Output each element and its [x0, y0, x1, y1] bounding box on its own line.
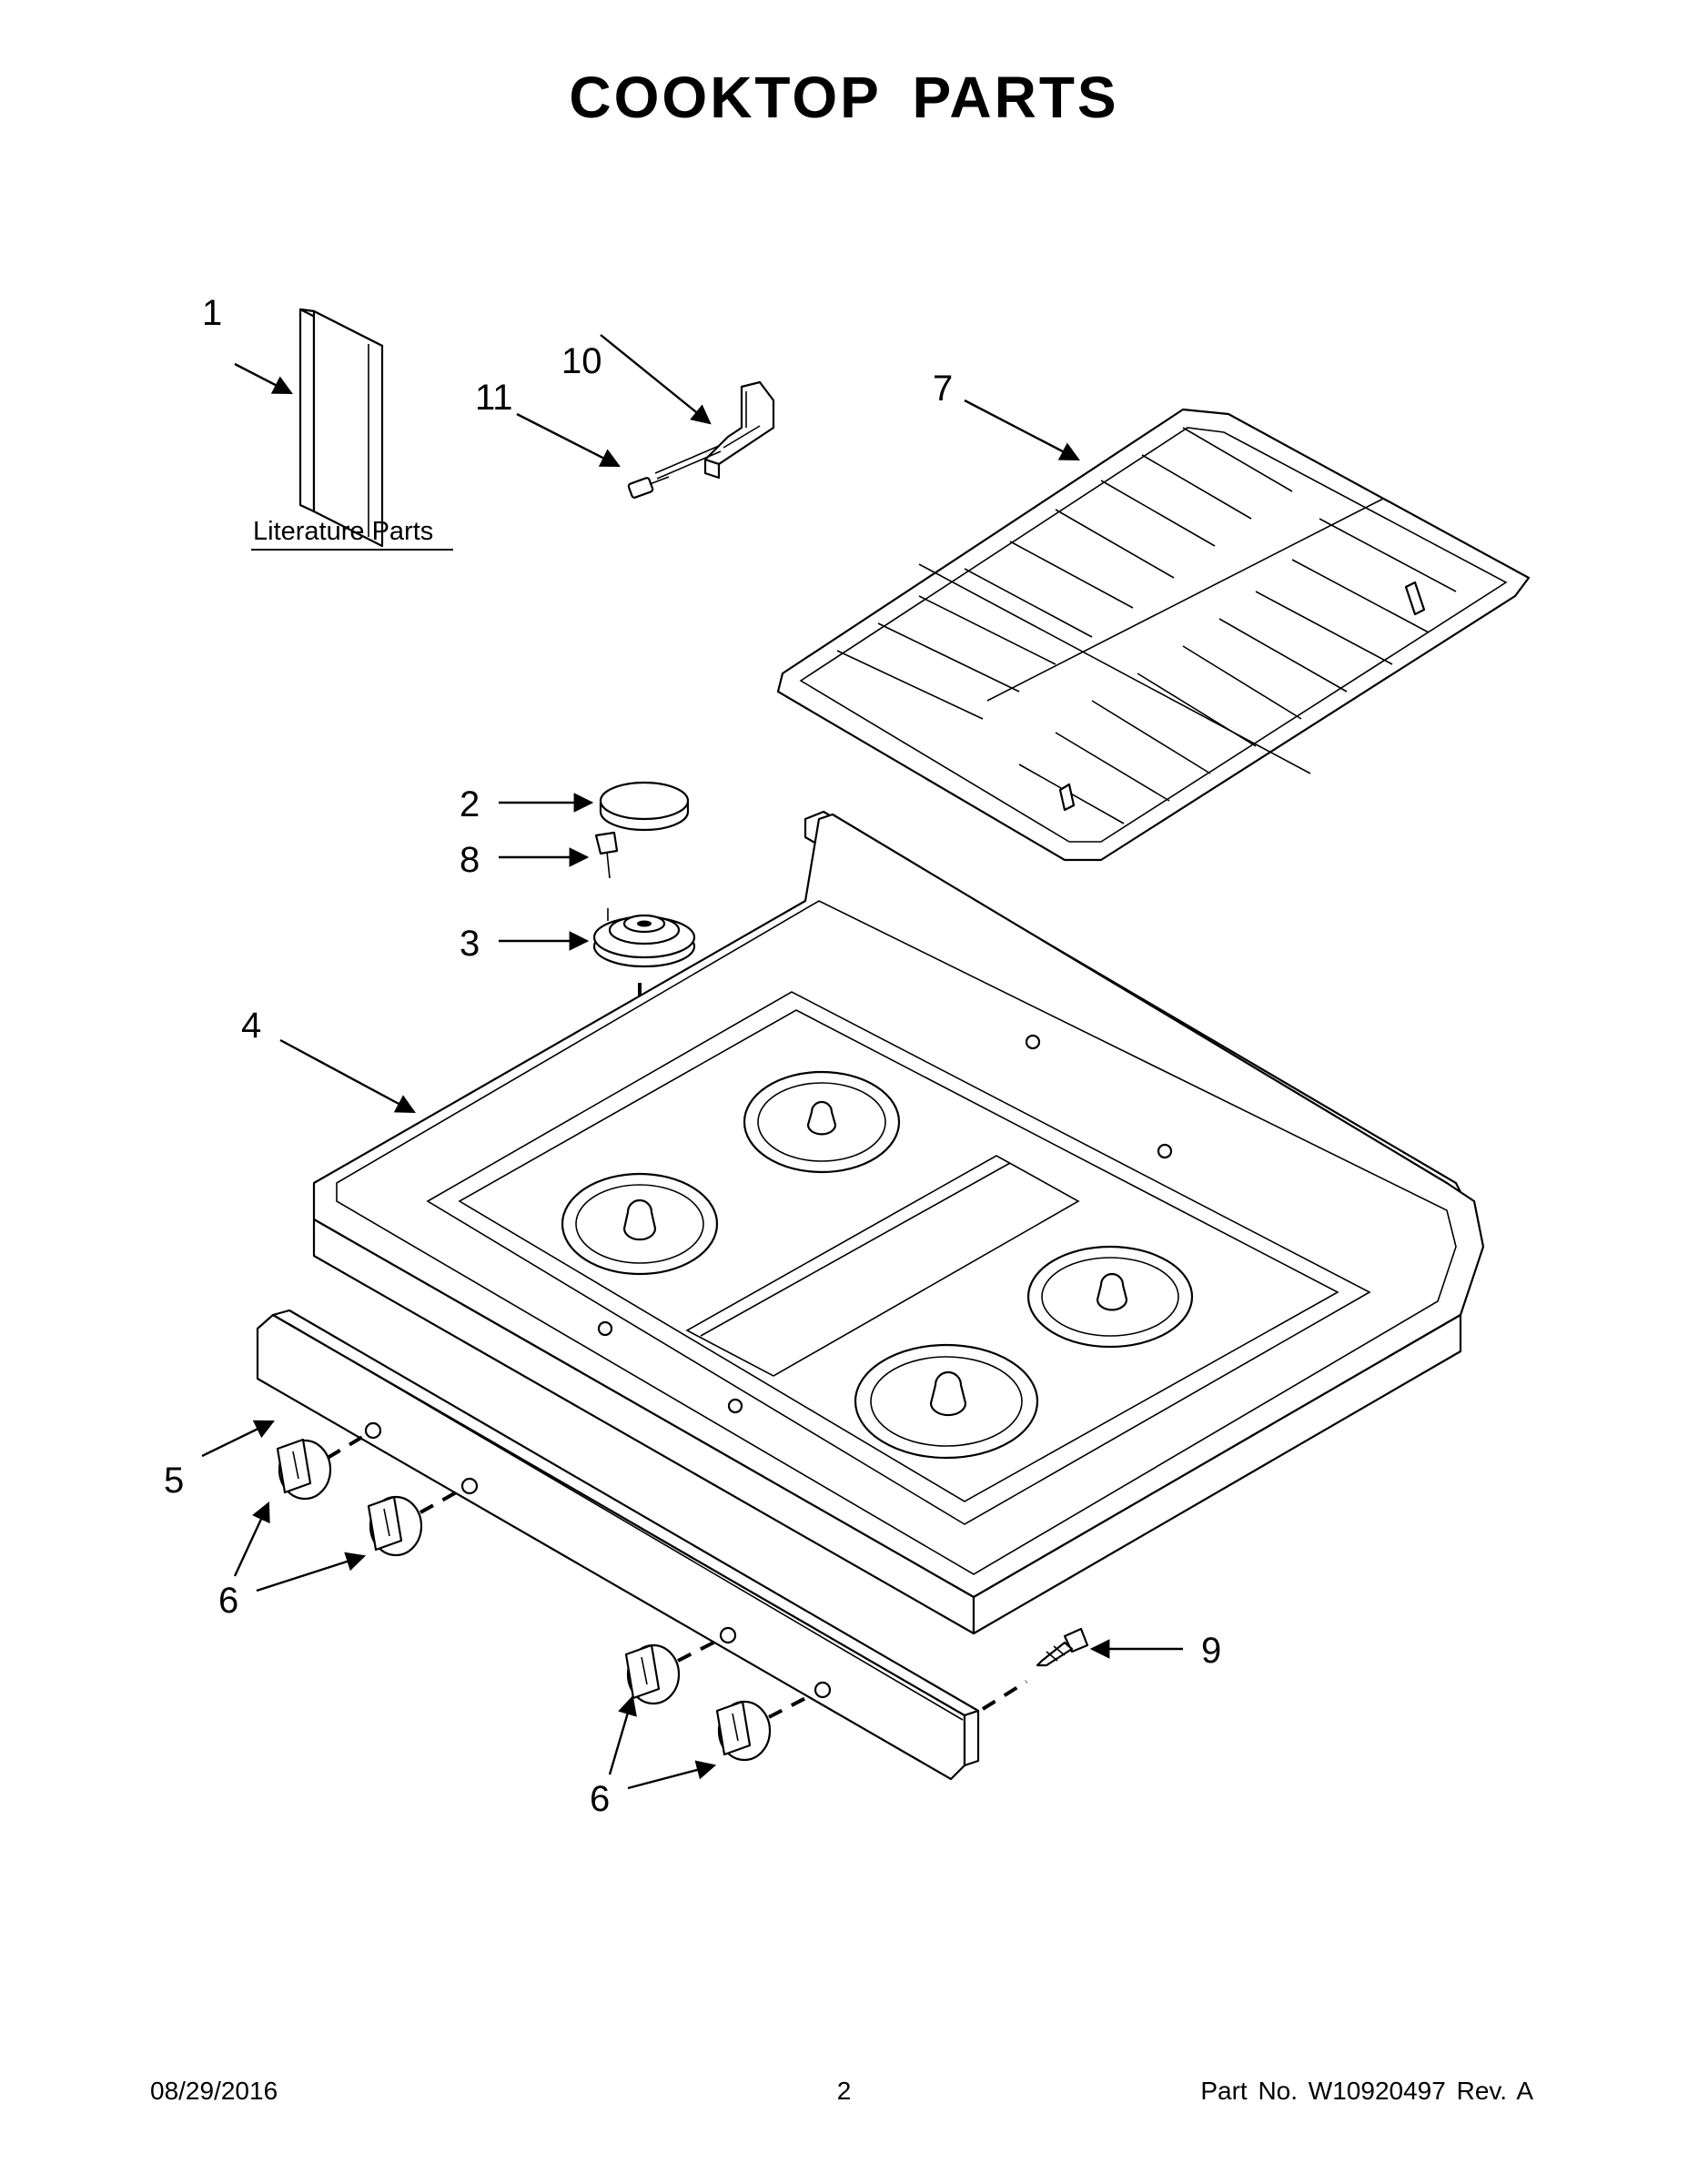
burner-base: [592, 908, 696, 968]
callout-7: 7: [933, 369, 953, 409]
callout-arrow-11: [516, 412, 621, 468]
footer-part-number: Part No. W10920497 Rev. A: [1200, 2077, 1533, 2105]
control-knob-2: [367, 1495, 423, 1557]
callout-9: 9: [1201, 1631, 1221, 1671]
knob-3-guide: [677, 1638, 720, 1663]
screw-9-guide: [981, 1680, 1028, 1711]
callout-arrow-10: [600, 334, 712, 425]
callout-10: 10: [561, 341, 602, 381]
callout-arrow-6b-upper: [608, 1694, 637, 1775]
burner-grate: [776, 408, 1531, 862]
page-title: COOKTOP PARTS: [569, 65, 1119, 130]
callout-arrow-5: [201, 1420, 275, 1458]
callout-arrow-4: [279, 1038, 416, 1114]
knob-4-guide: [768, 1693, 814, 1719]
callout-arrow-6a-lower: [256, 1552, 367, 1592]
burner-seat-left-front: [561, 1172, 719, 1276]
footer-date: 08/29/2016: [150, 2077, 278, 2105]
literature-booklet: [298, 308, 384, 548]
burner-cap: [599, 781, 690, 832]
cooktop-panel: [312, 810, 1485, 1635]
callout-arrow-1: [234, 362, 293, 395]
burner-seat-right-front: [854, 1343, 1039, 1460]
callout-2: 2: [460, 784, 480, 824]
mounting-screw: [1036, 1627, 1089, 1667]
burner-seat-right-rear: [1026, 1245, 1194, 1349]
knob-2-guide: [419, 1489, 460, 1514]
control-knob-3: [624, 1643, 681, 1705]
igniter-bracket: [703, 380, 775, 480]
callout-4: 4: [241, 1006, 261, 1046]
callout-arrow-6b-lower: [627, 1760, 717, 1790]
burner-screw: [594, 831, 619, 879]
callout-3: 3: [460, 924, 480, 964]
callout-1: 1: [202, 293, 222, 333]
callout-arrow-7: [964, 399, 1080, 461]
callout-6-left: 6: [218, 1581, 238, 1621]
callout-8: 8: [460, 840, 480, 880]
burner-seat-left-rear: [743, 1070, 901, 1174]
control-knob-1: [276, 1438, 332, 1501]
callout-arrow-6a-upper: [233, 1502, 270, 1577]
igniter-wire: [654, 445, 722, 480]
footer-page-number: 2: [836, 2077, 852, 2105]
control-panel-trim: [256, 1309, 980, 1781]
literature-parts-label: Literature Parts: [253, 517, 433, 546]
callout-11: 11: [475, 378, 513, 418]
callout-5: 5: [164, 1461, 184, 1501]
knob-1-guide: [326, 1434, 366, 1460]
igniter-screw: [627, 476, 670, 499]
callout-6-right: 6: [590, 1779, 610, 1819]
control-knob-4: [715, 1700, 772, 1762]
